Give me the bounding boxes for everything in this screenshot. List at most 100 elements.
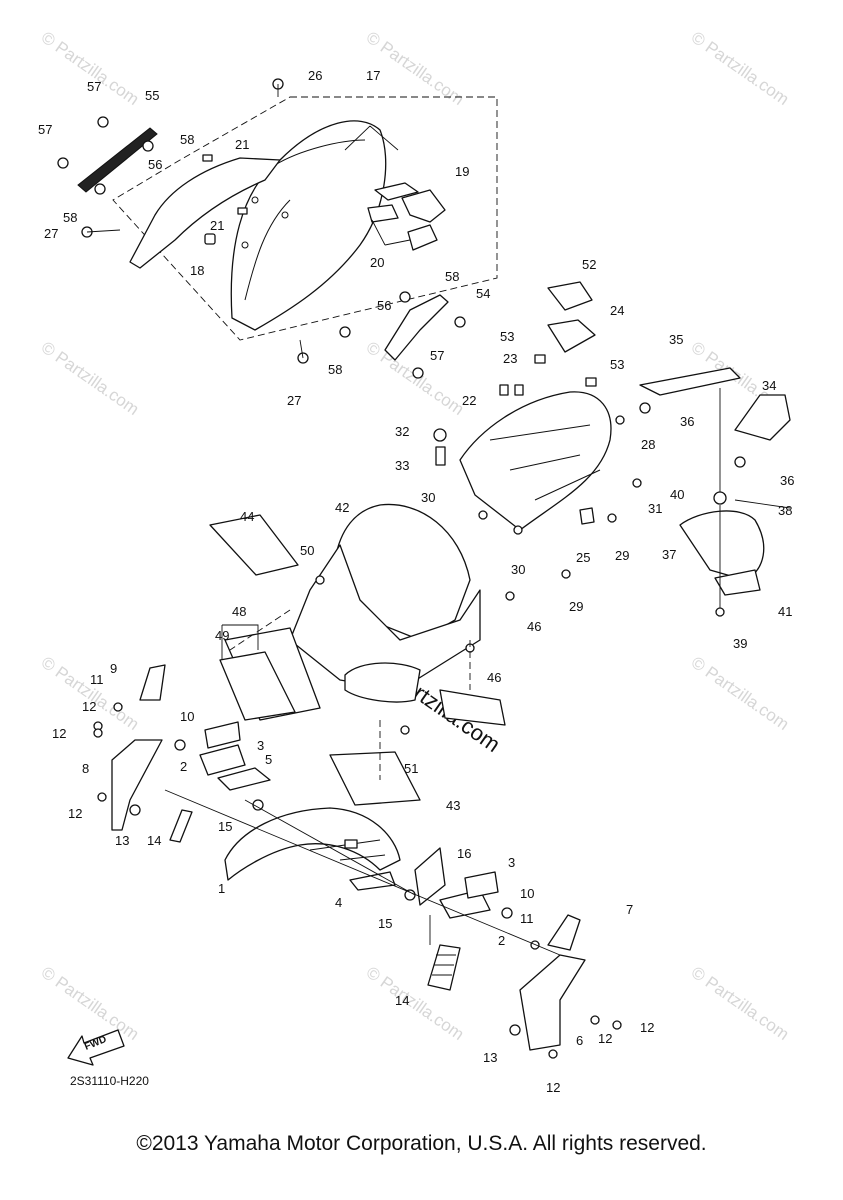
bolt-36 xyxy=(734,456,746,468)
callout-label: 19 xyxy=(455,164,469,179)
rivet-51 xyxy=(400,725,410,735)
callout-label: 58 xyxy=(328,362,342,377)
callout-label: 29 xyxy=(569,599,583,614)
side-cover-21 xyxy=(129,157,281,269)
callout-label: 53 xyxy=(500,329,514,344)
reflector-7 xyxy=(547,914,581,951)
callout-label: 18 xyxy=(190,263,204,278)
callout-label: 38 xyxy=(778,503,792,518)
stay-5 xyxy=(217,767,271,791)
callout-label: 49 xyxy=(215,628,229,643)
callout-label: 52 xyxy=(582,257,596,272)
reflector-ribs xyxy=(432,954,456,976)
callout-label: 21 xyxy=(210,218,224,233)
callout-label: 12 xyxy=(598,1031,612,1046)
mount-hole xyxy=(281,211,289,219)
bolt-57 xyxy=(454,316,466,328)
bolt-33 xyxy=(435,446,446,466)
callout-label: 15 xyxy=(378,916,392,931)
clip-21 xyxy=(237,207,248,215)
callout-labels: 1 2 2 3 3 4 5 6 7 8 9 10 10 11 11 12 12 … xyxy=(38,68,794,1095)
callout-label: 12 xyxy=(546,1080,560,1095)
nut-58 xyxy=(339,326,351,338)
callout-label: 11 xyxy=(520,911,534,926)
clip-53 xyxy=(534,354,546,364)
copyright-notice: ©2013 Yamaha Motor Corporation, U.S.A. A… xyxy=(136,1132,707,1155)
watermark: © Partzilla.com xyxy=(688,963,793,1044)
watermark: © Partzilla.com xyxy=(38,653,143,734)
bracket-41 xyxy=(714,569,761,596)
callout-label: 8 xyxy=(82,761,89,776)
bracket-8 xyxy=(111,739,163,831)
leader-lines xyxy=(719,388,791,608)
inner-fender-assembly xyxy=(433,281,791,617)
callout-label: 15 xyxy=(218,819,232,834)
bolt-36 xyxy=(639,402,651,414)
nut-13 xyxy=(129,804,141,816)
damper-19 xyxy=(374,182,419,201)
leader-lines xyxy=(164,789,561,956)
callout-label: 46 xyxy=(487,670,501,685)
callout-label: 44 xyxy=(240,509,254,524)
callout-label: 10 xyxy=(180,709,194,724)
callout-label: 58 xyxy=(63,210,77,225)
callout-label: 42 xyxy=(335,500,349,515)
callout-label: 5 xyxy=(265,752,272,767)
bracket-55 xyxy=(77,127,158,193)
callout-label: 30 xyxy=(511,562,525,577)
callout-label: 39 xyxy=(733,636,747,651)
callout-label: 21 xyxy=(235,137,249,152)
callout-label: 9 xyxy=(110,661,117,676)
rivet-31 xyxy=(632,478,642,488)
callout-label: 30 xyxy=(421,490,435,505)
callout-label: 57 xyxy=(430,348,444,363)
callout-label: 40 xyxy=(670,487,684,502)
callout-label: 48 xyxy=(232,604,246,619)
screw-11 xyxy=(113,702,123,712)
fwd-arrow: FWD xyxy=(67,1029,125,1066)
drawing-code: 2S31110-H220 xyxy=(70,1074,149,1088)
rivet-29 xyxy=(607,513,617,523)
callout-label: 17 xyxy=(366,68,380,83)
front-fender-assembly xyxy=(93,664,622,1059)
pad-20 xyxy=(367,204,399,223)
callout-label: 56 xyxy=(377,298,391,313)
inner-fender-22 xyxy=(459,391,612,531)
callout-label: 14 xyxy=(147,833,161,848)
front-panel-assembly xyxy=(209,503,515,806)
leader-lines xyxy=(344,125,411,246)
seal-44 xyxy=(209,514,299,576)
leader-lines xyxy=(86,84,304,359)
callout-label: 2 xyxy=(498,933,505,948)
callout-label: 27 xyxy=(44,226,58,241)
clip-53 xyxy=(585,377,597,387)
collar-40 xyxy=(713,491,727,505)
callout-label: 55 xyxy=(145,88,159,103)
assembly-guides xyxy=(229,609,471,780)
rivet-46 xyxy=(505,591,515,601)
watermark: © Partzilla.com xyxy=(38,28,143,109)
callout-label: 53 xyxy=(610,357,624,372)
bolt-10 xyxy=(501,907,513,919)
callout-label: 43 xyxy=(446,798,460,813)
nut-58 xyxy=(399,291,411,303)
bolt-12 xyxy=(548,1049,558,1059)
nut-15 xyxy=(404,889,416,901)
duct-inner xyxy=(344,662,421,703)
watermark: © Partzilla.com xyxy=(363,338,468,419)
rivet-29 xyxy=(561,569,571,579)
bolt-12 xyxy=(97,792,107,802)
callout-label: 13 xyxy=(483,1050,497,1065)
assembly-17-boundary xyxy=(112,96,498,341)
reflector-14 xyxy=(427,944,461,991)
callout-label: 58 xyxy=(180,132,194,147)
rivet-30 xyxy=(513,525,523,535)
callout-label: 37 xyxy=(662,547,676,562)
callout-label: 23 xyxy=(503,351,517,366)
pad-20 xyxy=(407,224,438,251)
brackets-upper xyxy=(57,78,466,379)
panel-42-frame xyxy=(289,544,481,691)
damper-23 xyxy=(499,384,509,396)
cover-42 xyxy=(334,503,471,641)
